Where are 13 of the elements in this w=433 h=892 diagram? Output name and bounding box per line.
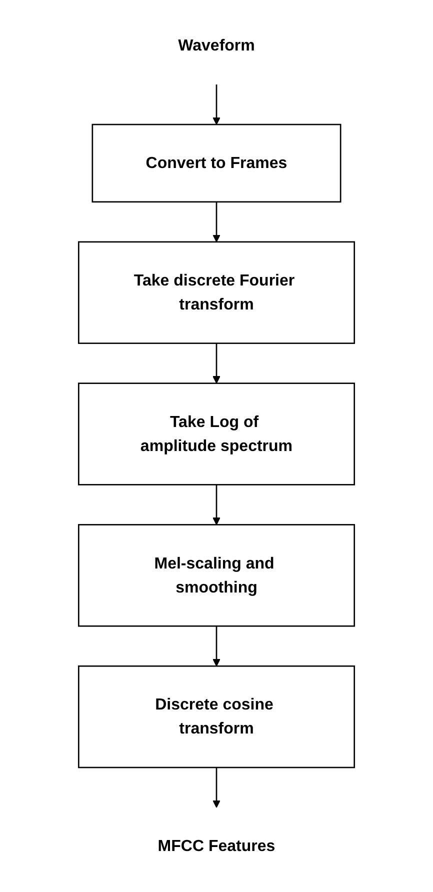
arrow	[212, 768, 220, 808]
arrow	[212, 484, 220, 526]
node-box: Take Log of amplitude spectrum	[78, 382, 356, 486]
arrow	[212, 84, 220, 125]
arrow	[212, 626, 220, 666]
node-box: Discrete cosine transform	[78, 665, 356, 768]
node-box: Mel-scaling and smoothing	[78, 524, 356, 627]
node-text: MFCC Features	[158, 836, 276, 855]
arrow	[212, 343, 220, 384]
node-box: Convert to Frames	[92, 124, 342, 203]
node-text: Waveform	[178, 36, 255, 54]
arrow	[212, 202, 220, 242]
node-box: Take discrete Fourier transform	[78, 241, 356, 344]
